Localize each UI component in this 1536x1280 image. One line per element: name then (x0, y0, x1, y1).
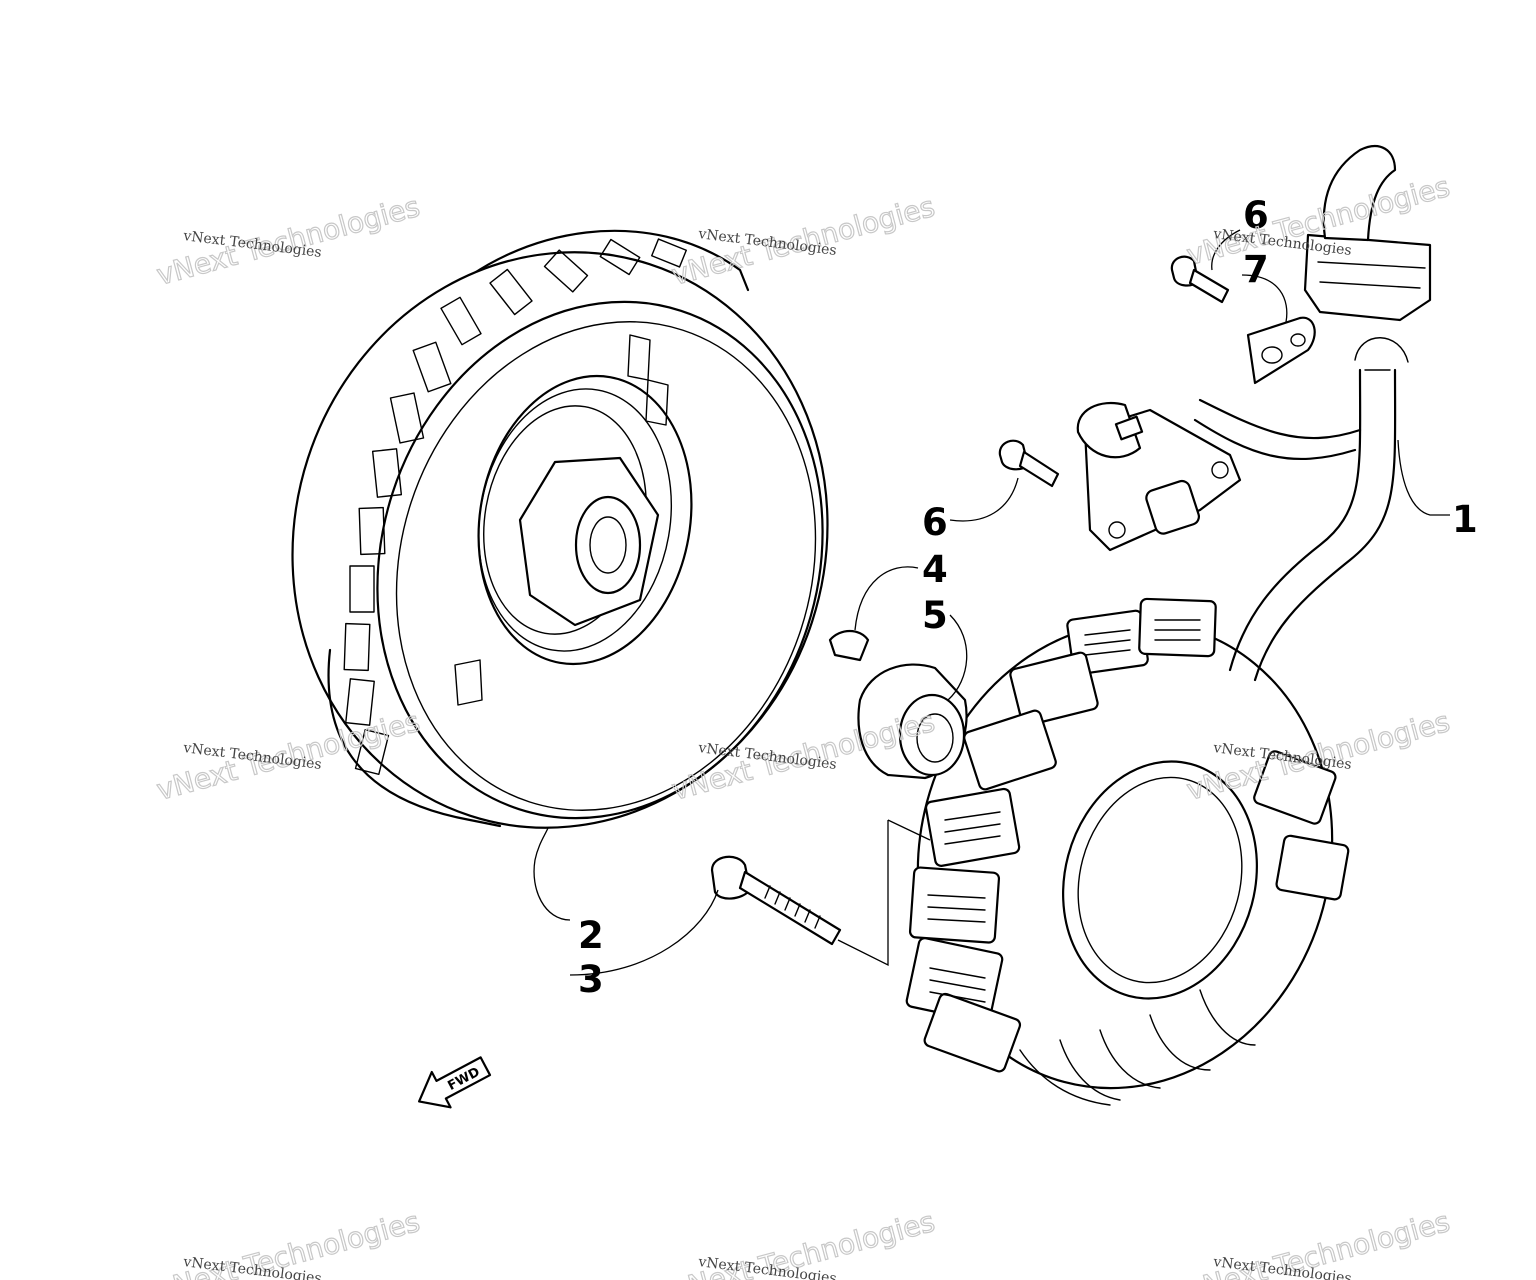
bolt-long (710, 855, 842, 946)
screw-upper (1170, 255, 1230, 304)
callout-3: 3 (578, 958, 604, 1001)
watermark-bottom-left: vNext Technologies vNext Technologies (153, 1204, 424, 1280)
collar (857, 663, 968, 780)
screw-lower (998, 439, 1060, 488)
fwd-arrow: FWD (417, 1056, 492, 1109)
watermark-bottom-center: vNext Technologies vNext Technologies (668, 1204, 939, 1280)
callout-4: 4 (922, 548, 948, 591)
watermark-top-center: vNext Technologies vNext Technologies (668, 189, 939, 292)
callout-1: 1 (1452, 498, 1478, 541)
stator (905, 597, 1350, 1106)
callouts: 1 2 3 4 5 6 7 6 (578, 194, 1478, 1001)
flywheel (291, 229, 829, 829)
watermark-top-left: vNext Technologies vNext Technologies (153, 189, 424, 292)
leader-lines (533, 229, 1450, 976)
callout-6-upper: 6 (1243, 194, 1269, 237)
retainer-plate (1246, 316, 1316, 385)
callout-6-lower: 6 (922, 501, 948, 544)
callout-5: 5 (922, 594, 948, 637)
callout-7: 7 (1243, 248, 1269, 291)
wire-harness (1193, 144, 1432, 682)
pickup-coil (1076, 401, 1242, 552)
callout-2: 2 (578, 914, 604, 957)
woodruff-key (828, 629, 870, 662)
watermark-bottom-right: vNext Technologies vNext Technologies (1183, 1204, 1454, 1280)
